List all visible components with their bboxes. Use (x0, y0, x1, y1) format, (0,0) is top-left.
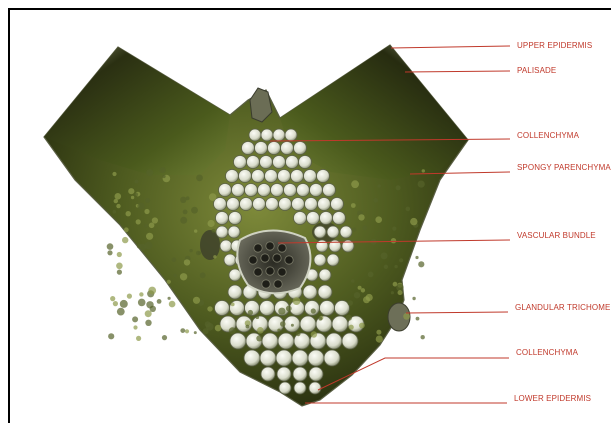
structure-label: LOWER EPIDERMIS (514, 394, 591, 403)
structure-label: UPPER EPIDERMIS (517, 41, 592, 50)
leader-line (278, 240, 510, 243)
structure-label: VASCULAR BUNDLE (517, 231, 596, 240)
leader-line (318, 358, 509, 390)
leader-line (410, 172, 510, 174)
structure-label: COLLENCHYMA (516, 348, 578, 357)
leader-line (405, 71, 510, 72)
leader-line (406, 312, 508, 313)
structure-label: SPONGY PARENCHYMA (517, 163, 611, 172)
structure-label: COLLENCHYMA (517, 131, 579, 140)
structure-label: GLANDULAR TRICHOME (515, 303, 610, 312)
structure-label: PALISADE (517, 66, 556, 75)
leader-line (391, 46, 510, 48)
leader-line (270, 139, 510, 141)
